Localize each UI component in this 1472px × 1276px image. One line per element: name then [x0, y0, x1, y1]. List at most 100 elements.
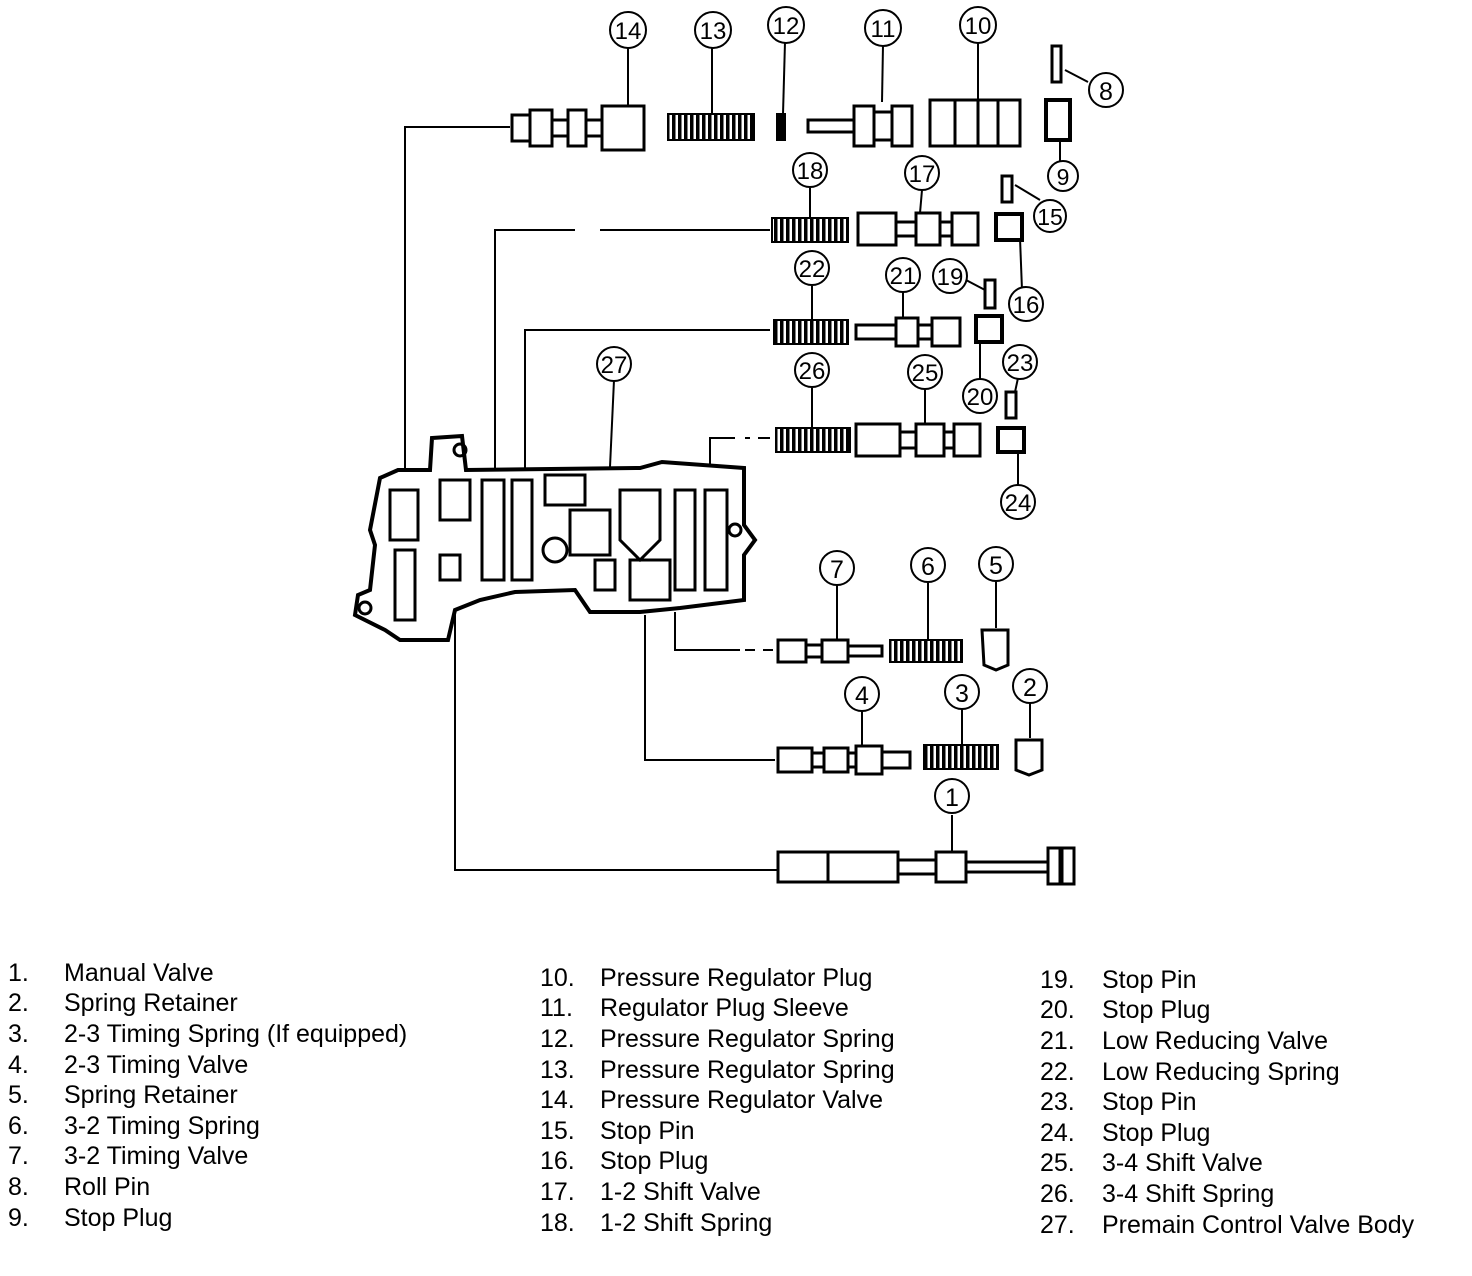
- callout-8: 8: [1088, 72, 1124, 108]
- legend-number: 16.: [540, 1147, 575, 1176]
- legend-label: Stop Pin: [1102, 965, 1197, 994]
- timing-valve-2-3: [776, 744, 912, 776]
- legend-item: 4.2-3 Timing Valve: [8, 1050, 407, 1081]
- legend-item: 9.Stop Plug: [8, 1203, 407, 1234]
- regulator-plug-sleeve: [806, 104, 914, 148]
- callout-27: 27: [596, 346, 632, 382]
- legend-item: 24.Stop Plug: [1040, 1118, 1414, 1149]
- legend-label: 3-4 Shift Spring: [1102, 1179, 1275, 1208]
- pressure-regulator-plug: [928, 98, 1022, 148]
- timing-spring-2-3: [923, 744, 999, 770]
- legend-item: 6. 3-2 Timing Spring: [8, 1111, 407, 1142]
- legend-item: 14.Pressure Regulator Valve: [540, 1085, 895, 1116]
- legend-number: 4.: [8, 1050, 29, 1079]
- legend-label: Stop Plug: [64, 1203, 173, 1232]
- low-reducing-spring: [773, 319, 849, 345]
- callout-10: 10: [959, 6, 997, 44]
- callout-21: 21: [885, 257, 921, 293]
- shift-valve-3-4: [854, 422, 982, 458]
- legend-label: 3-2 Timing Spring: [64, 1111, 260, 1140]
- roll-pin: [1050, 44, 1063, 84]
- legend-item: 1.Manual Valve: [8, 958, 407, 989]
- legend-item: 12.Pressure Regulator Spring: [540, 1024, 895, 1055]
- callout-22: 22: [794, 250, 830, 286]
- legend-item: 7. 3-2 Timing Valve: [8, 1142, 407, 1173]
- legend-item: 5.Spring Retainer: [8, 1080, 407, 1111]
- callout-15: 15: [1033, 199, 1067, 233]
- legend-item: 18.1-2 Shift Spring: [540, 1208, 895, 1239]
- callout-12: 12: [767, 6, 805, 44]
- svg-text:21: 21: [890, 263, 917, 290]
- low-reducing-valve: [854, 316, 962, 348]
- legend-number: 26.: [1040, 1179, 1075, 1208]
- legend-label: Premain Control Valve Body: [1102, 1210, 1415, 1239]
- svg-text:15: 15: [1037, 204, 1063, 230]
- svg-text:27: 27: [601, 352, 628, 379]
- legend-label: Pressure Regulator Spring: [600, 1055, 895, 1084]
- callout-2: 2: [1012, 668, 1048, 704]
- callout-25: 25: [907, 354, 943, 390]
- legend-number: 23.: [1040, 1088, 1075, 1117]
- svg-text:4: 4: [855, 682, 869, 710]
- callout-24: 24: [1000, 484, 1036, 520]
- callout-23: 23: [1002, 344, 1038, 380]
- timing-spring-3-2: [889, 639, 963, 663]
- callout-26: 26: [794, 352, 830, 388]
- legend-number: 8.: [8, 1172, 29, 1201]
- legend-item: 16.Stop Plug: [540, 1147, 895, 1178]
- callout-14: 14: [609, 11, 647, 49]
- svg-text:3: 3: [955, 680, 969, 708]
- stop-pin-15: [1000, 174, 1014, 204]
- callout-17: 17: [904, 155, 940, 191]
- svg-text:5: 5: [989, 552, 1003, 580]
- svg-text:20: 20: [967, 384, 994, 411]
- svg-text:7: 7: [830, 556, 844, 584]
- svg-text:22: 22: [799, 256, 826, 283]
- legend-number: 6.: [8, 1111, 29, 1140]
- callout-20: 20: [962, 378, 998, 414]
- legend-number: 2.: [8, 989, 29, 1018]
- legend-item: 2. Spring Retainer: [8, 989, 407, 1020]
- svg-text:13: 13: [700, 18, 727, 45]
- legend-item: 3.2-3 Timing Spring (If equipped): [8, 1019, 407, 1050]
- shift-valve-1-2: [856, 211, 980, 247]
- svg-text:9: 9: [1057, 164, 1070, 190]
- pressure-regulator-spring-12: [776, 113, 786, 141]
- stop-plug-16: [994, 212, 1024, 242]
- legend-item: 22.Low Reducing Spring: [1040, 1057, 1414, 1088]
- stop-plug-20: [974, 314, 1004, 344]
- svg-text:25: 25: [912, 360, 939, 387]
- legend-number: 10.: [540, 963, 575, 992]
- spring-retainer-2: [1014, 738, 1044, 777]
- legend-label: Regulator Plug Sleeve: [600, 994, 849, 1023]
- legend-label: 3-2 Timing Valve: [64, 1142, 249, 1171]
- callout-7: 7: [819, 550, 855, 586]
- legend-item: 8.Roll Pin: [8, 1172, 407, 1203]
- legend-item: 26. 3-4 Shift Spring: [1040, 1179, 1414, 1210]
- legend-column-2: 10.Pressure Regulator Plug 11.Regulator …: [540, 963, 895, 1238]
- legend-number: 7.: [8, 1142, 29, 1171]
- callout-11: 11: [864, 9, 902, 47]
- legend-item: 15.Stop Pin: [540, 1116, 895, 1147]
- legend-label: 1-2 Shift Spring: [600, 1208, 773, 1237]
- legend-label: Stop Plug: [1102, 996, 1211, 1025]
- legend-number: 15.: [540, 1116, 575, 1145]
- legend-column-1: 1.Manual Valve 2. Spring Retainer 3.2-3 T…: [8, 958, 407, 1233]
- legend-item: 11.Regulator Plug Sleeve: [540, 994, 895, 1025]
- svg-text:11: 11: [871, 16, 896, 43]
- legend-item: 19. Stop Pin: [1040, 965, 1414, 996]
- legend-item: 10.Pressure Regulator Plug: [540, 963, 895, 994]
- callout-16: 16: [1008, 286, 1044, 322]
- legend-label: Spring Retainer: [64, 989, 238, 1018]
- leader-lines: [404, 41, 1089, 871]
- callout-9: 9: [1047, 160, 1079, 192]
- callout-13: 13: [694, 11, 732, 49]
- legend-number: 13.: [540, 1055, 575, 1084]
- legend-number: 19.: [1040, 965, 1075, 994]
- legend-number: 24.: [1040, 1118, 1075, 1147]
- legend-column-3: 19.Stop Pin 20.Stop Plug 21.Low Reducing…: [1040, 965, 1414, 1240]
- legend-number: 12.: [540, 1024, 575, 1053]
- valve-body-exploded-diagram: 1 2 3 4 5 6 7 8 9 10 11 12 13 14 15 16 1…: [352, 6, 1124, 886]
- callout-3: 3: [944, 674, 980, 710]
- legend-item: 25.3-4 Shift Valve: [1040, 1149, 1414, 1180]
